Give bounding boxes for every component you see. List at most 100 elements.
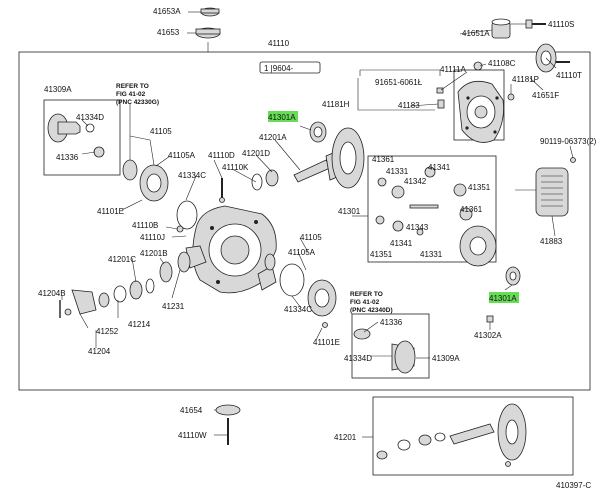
part-ring-gear — [331, 127, 365, 189]
part-41201-ring-pinion-kit — [376, 403, 527, 467]
label-41201d: 41201D — [242, 149, 270, 158]
label-41110b: 41110B — [132, 221, 158, 230]
label-41301a-top: 41301A — [268, 113, 296, 122]
refer-mid-line3: (PNC 42340D) — [350, 307, 393, 314]
label-41101e-mid: 41101E — [313, 338, 340, 347]
label-41301a-bot: 41301A — [489, 294, 517, 303]
refer-mid-line1: REFER TO — [350, 291, 383, 298]
label-41108c: 41108C — [488, 59, 516, 68]
label-41653: 41653 — [157, 28, 180, 37]
refer-top-line2: FIG 41-02 — [116, 91, 146, 98]
label-91651: 91651-6061Ł — [375, 78, 423, 87]
part-41309a-flange-bottom — [353, 328, 416, 374]
label-41342: 41342 — [404, 177, 427, 186]
label-41110s: 41110S — [548, 20, 574, 29]
refer-top-line1: REFER TO — [116, 83, 149, 90]
label-41181h: 41181H — [322, 100, 350, 109]
label-41252: 41252 — [96, 327, 119, 336]
highlight-41301a-bottom — [489, 292, 519, 303]
part-41181p-bolt — [507, 93, 515, 101]
label-41110: 41110 — [268, 39, 290, 48]
label-41343: 41343 — [406, 223, 429, 232]
label-41341-a: 41341 — [428, 163, 451, 172]
part-41334c-oring-right — [279, 263, 305, 297]
part-41653a-cap — [200, 7, 220, 17]
diagram-code: 410397-C — [556, 481, 591, 490]
part-41301a-seal-bottom — [505, 266, 521, 286]
label-41231: 41231 — [162, 302, 185, 311]
label-41334d-bot: 41334D — [344, 354, 372, 363]
part-41653-cap — [195, 27, 221, 39]
label-41201a: 41201A — [259, 133, 287, 142]
part-41105-side-retainer-left — [139, 164, 169, 202]
bracket-91651 — [359, 69, 441, 76]
note-pill-box — [259, 61, 321, 74]
label-41351-b: 41351 — [370, 250, 393, 259]
label-41201b: 41201B — [140, 249, 168, 258]
part-90119-bolt — [570, 157, 576, 163]
differential-case-box — [367, 155, 497, 263]
part-41105-side-retainer-right — [307, 279, 337, 317]
part-41204-mount — [64, 251, 191, 316]
part-41654-bushing — [215, 404, 241, 416]
label-41204: 41204 — [88, 347, 111, 356]
label-41105a-mid: 41105A — [288, 248, 316, 257]
label-41301: 41301 — [338, 207, 361, 216]
label-41201c: 41201C — [108, 255, 136, 264]
main-assembly-frame — [18, 51, 591, 391]
label-41334c-left: 41334C — [178, 171, 206, 180]
label-41336-bot: 41336 — [380, 318, 403, 327]
label-41105a-left: 41105A — [168, 151, 196, 160]
part-41183-stud — [437, 99, 445, 109]
label-41361-a: 41361 — [372, 155, 395, 164]
part-41883-plate — [535, 167, 569, 217]
label-41331-b: 41331 — [420, 250, 443, 259]
part-41301a-seal-top — [309, 121, 327, 143]
label-41201: 41201 — [334, 433, 357, 442]
part-41111a-plug — [436, 87, 444, 94]
label-41105-left: 41105 — [150, 127, 172, 136]
label-41361-b: 41361 — [460, 205, 483, 214]
part-41101e-bolt — [322, 322, 328, 328]
label-41204b: 41204B — [38, 289, 66, 298]
label-41351-a: 41351 — [468, 183, 491, 192]
label-41214: 41214 — [128, 320, 151, 329]
part-41110t-bolt-bushing — [535, 43, 570, 73]
part-41334c-oring-left — [176, 200, 198, 230]
label-41110k: 41110K — [222, 163, 249, 172]
label-41110j: 41110J — [140, 233, 165, 242]
part-side-bearing-right — [264, 253, 276, 271]
label-41883: 41883 — [540, 237, 563, 246]
part-41110k-spacer — [251, 173, 263, 191]
companion-flange-box-bottom — [351, 313, 430, 379]
label-41111a: 41111A — [440, 65, 466, 74]
label-90119: 90119-06373(2) — [540, 137, 597, 146]
part-41651a-bushing — [491, 18, 511, 39]
label-41653a: 41653A — [153, 7, 181, 16]
label-41110t: 41110T — [556, 71, 582, 80]
bracket-41181h — [357, 78, 435, 111]
part-diff-gear-set — [375, 166, 497, 267]
part-41201d-bearing — [265, 169, 279, 187]
label-41302a: 41302A — [474, 331, 502, 340]
label-41105-mid: 41105 — [300, 233, 322, 242]
label-41110w: 41110W — [178, 431, 207, 440]
label-41110d: 41110D — [208, 151, 235, 160]
refer-top-line3: (PNC 42330G) — [116, 99, 159, 106]
part-41108c-plug — [473, 61, 483, 71]
part-differential-carrier — [185, 205, 277, 294]
label-41341-b: 41341 — [390, 239, 413, 248]
label-41181p: 41181P — [512, 75, 539, 84]
ring-pinion-kit-box — [372, 396, 574, 476]
part-side-bearing-left — [122, 159, 138, 181]
label-41651a: 41651A — [462, 29, 490, 38]
refer-mid-line2: FIG 41-02 — [350, 299, 380, 306]
label-41309a-bot: 41309A — [432, 354, 460, 363]
label-41334c-mid: 41334C — [284, 305, 312, 314]
label-41183: 41183 — [398, 101, 420, 110]
label-41334d-top: 41334D — [76, 113, 104, 122]
label-41336-top: 41336 — [56, 153, 79, 162]
part-41309a-flange-top — [47, 113, 95, 143]
